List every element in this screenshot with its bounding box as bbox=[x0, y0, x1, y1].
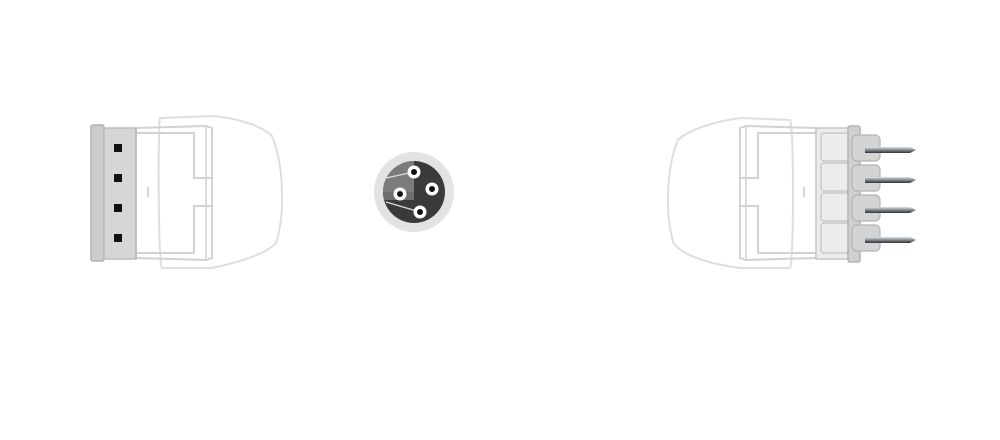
right-overmold-outline bbox=[666, 116, 794, 269]
metal-pin bbox=[865, 237, 916, 243]
metal-pin bbox=[865, 147, 916, 153]
right-latch-frame bbox=[739, 124, 817, 262]
right-pins bbox=[865, 147, 916, 243]
left-housing-flange bbox=[90, 124, 105, 262]
wire-core bbox=[429, 186, 435, 192]
wire-core bbox=[417, 209, 423, 215]
contact-cavity bbox=[114, 144, 122, 152]
left-latch-frame bbox=[135, 124, 213, 262]
core-shading bbox=[383, 161, 414, 192]
contact-cavity bbox=[114, 204, 122, 212]
left-connector bbox=[90, 114, 284, 269]
wire-core bbox=[397, 191, 403, 197]
cable-wires bbox=[385, 165, 439, 219]
metal-pin bbox=[865, 207, 916, 213]
contact-cavity bbox=[114, 174, 122, 182]
contact-cavity bbox=[114, 234, 122, 242]
right-connector bbox=[666, 116, 916, 269]
wire-core bbox=[411, 169, 417, 175]
cable-cross-section bbox=[374, 152, 454, 232]
left-contact-cavities bbox=[114, 144, 122, 242]
metal-pin bbox=[865, 177, 916, 183]
left-overmold-outline bbox=[157, 114, 284, 269]
